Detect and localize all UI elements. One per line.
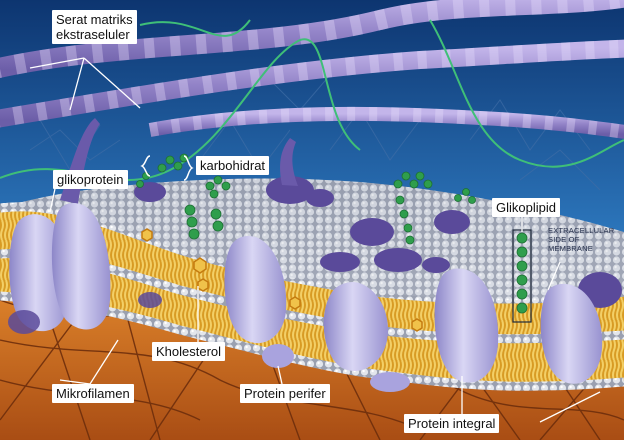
leader-lines xyxy=(29,57,601,423)
label-extracellular-matrix-fibers: Serat matriks ekstraseluler xyxy=(52,10,137,44)
cholesterol-molecules xyxy=(141,228,423,332)
carbohydrate-chains xyxy=(136,153,528,314)
label-carbohydrate: karbohidrat xyxy=(196,156,270,175)
label-integral-protein: Protein integral xyxy=(404,414,500,433)
label-extracellular-side: EXTRACELLULAR SIDE OF MEMBRANE xyxy=(548,226,615,253)
peripheral-proteins-bottom xyxy=(262,344,410,392)
label-glycoprotein: glikoprotein xyxy=(53,170,128,189)
label-cholesterol: Kholesterol xyxy=(152,342,226,361)
label-microfilament: Mikrofilamen xyxy=(52,384,134,403)
label-glycolipid: Glikoplipid xyxy=(492,198,560,217)
integral-proteins xyxy=(9,203,603,384)
label-peripheral-protein: Protein perifer xyxy=(240,384,330,403)
matrix-fibers xyxy=(0,0,624,139)
